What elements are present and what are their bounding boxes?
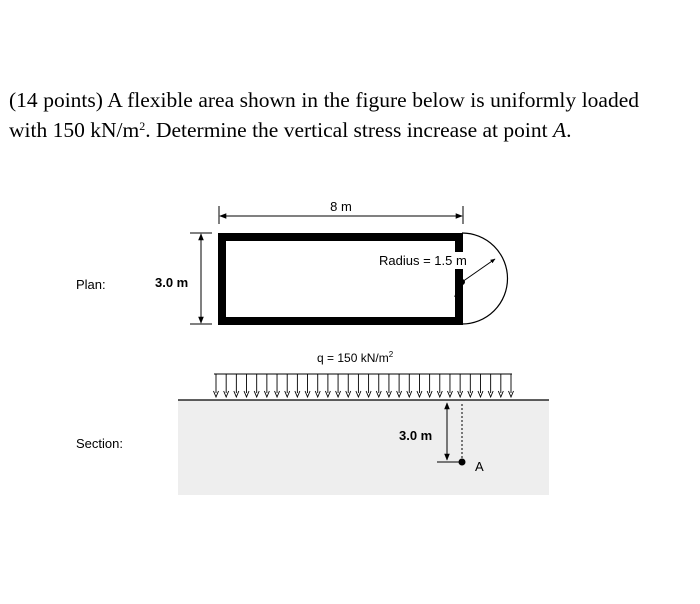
load-arrow-head bbox=[396, 390, 403, 399]
load-arrow-head bbox=[213, 390, 219, 399]
ground-soil bbox=[178, 400, 549, 495]
radius-label: Radius = 1.5 m bbox=[379, 253, 467, 268]
section-label: Section: bbox=[76, 436, 123, 451]
load-arrow-head bbox=[426, 390, 433, 399]
load-arrow-head bbox=[457, 390, 464, 399]
load-arrow-head bbox=[294, 390, 301, 399]
length-label: 8 m bbox=[330, 199, 352, 214]
load-arrow-head bbox=[386, 390, 392, 399]
load-arrow-head bbox=[263, 390, 270, 399]
problem-text-3: . bbox=[566, 117, 572, 142]
load-arrow-head bbox=[467, 390, 474, 399]
point-a-dot bbox=[458, 458, 466, 466]
load-arrow-head bbox=[345, 390, 352, 399]
load-arrow-head bbox=[335, 390, 341, 399]
load-arrow-head bbox=[223, 390, 230, 399]
problem-text-2: . Determine the vertical stress increase… bbox=[145, 117, 553, 142]
load-arrow-head bbox=[406, 390, 413, 399]
radius-pointer bbox=[454, 287, 459, 298]
problem-text-1: (14 points) A flexible area shown in the… bbox=[9, 88, 639, 142]
radius-label-bg bbox=[372, 252, 488, 269]
load-arrow-head bbox=[284, 390, 291, 399]
units-superscript: 2 bbox=[139, 118, 146, 133]
load-label: q = 150 kN/m2 bbox=[317, 350, 394, 365]
load-arrow-head bbox=[355, 390, 362, 399]
load-arrow-head bbox=[487, 390, 494, 399]
load-arrow-head bbox=[274, 390, 280, 399]
load-arrow-head bbox=[314, 390, 321, 399]
depth-label: 3.0 m bbox=[399, 428, 432, 443]
problem-statement: (14 points) A flexible area shown in the… bbox=[9, 86, 639, 145]
width-label: 3.0 m bbox=[155, 275, 188, 290]
load-arrow-head bbox=[375, 390, 382, 399]
load-arrow-head bbox=[365, 390, 372, 399]
load-arrow-head bbox=[243, 390, 250, 399]
load-arrows bbox=[213, 374, 514, 399]
load-arrow-head bbox=[477, 390, 484, 399]
load-arrow-head bbox=[447, 390, 453, 399]
plan-label: Plan: bbox=[76, 277, 106, 292]
rectangle-area bbox=[218, 233, 463, 325]
load-arrow-head bbox=[508, 390, 514, 399]
load-arrow-head bbox=[324, 390, 331, 399]
load-arrow-head bbox=[233, 390, 240, 399]
semicircle-area bbox=[461, 232, 509, 325]
radius-arrow bbox=[461, 258, 496, 283]
point-a-reference: A bbox=[552, 117, 567, 142]
load-arrow-head bbox=[436, 390, 443, 399]
point-a-label: A bbox=[475, 459, 484, 474]
load-arrow-head bbox=[304, 390, 311, 399]
load-arrow-head bbox=[497, 390, 504, 399]
load-arrow-head bbox=[416, 390, 423, 399]
circle-center-dot bbox=[459, 279, 465, 285]
load-arrow-head bbox=[253, 390, 260, 399]
